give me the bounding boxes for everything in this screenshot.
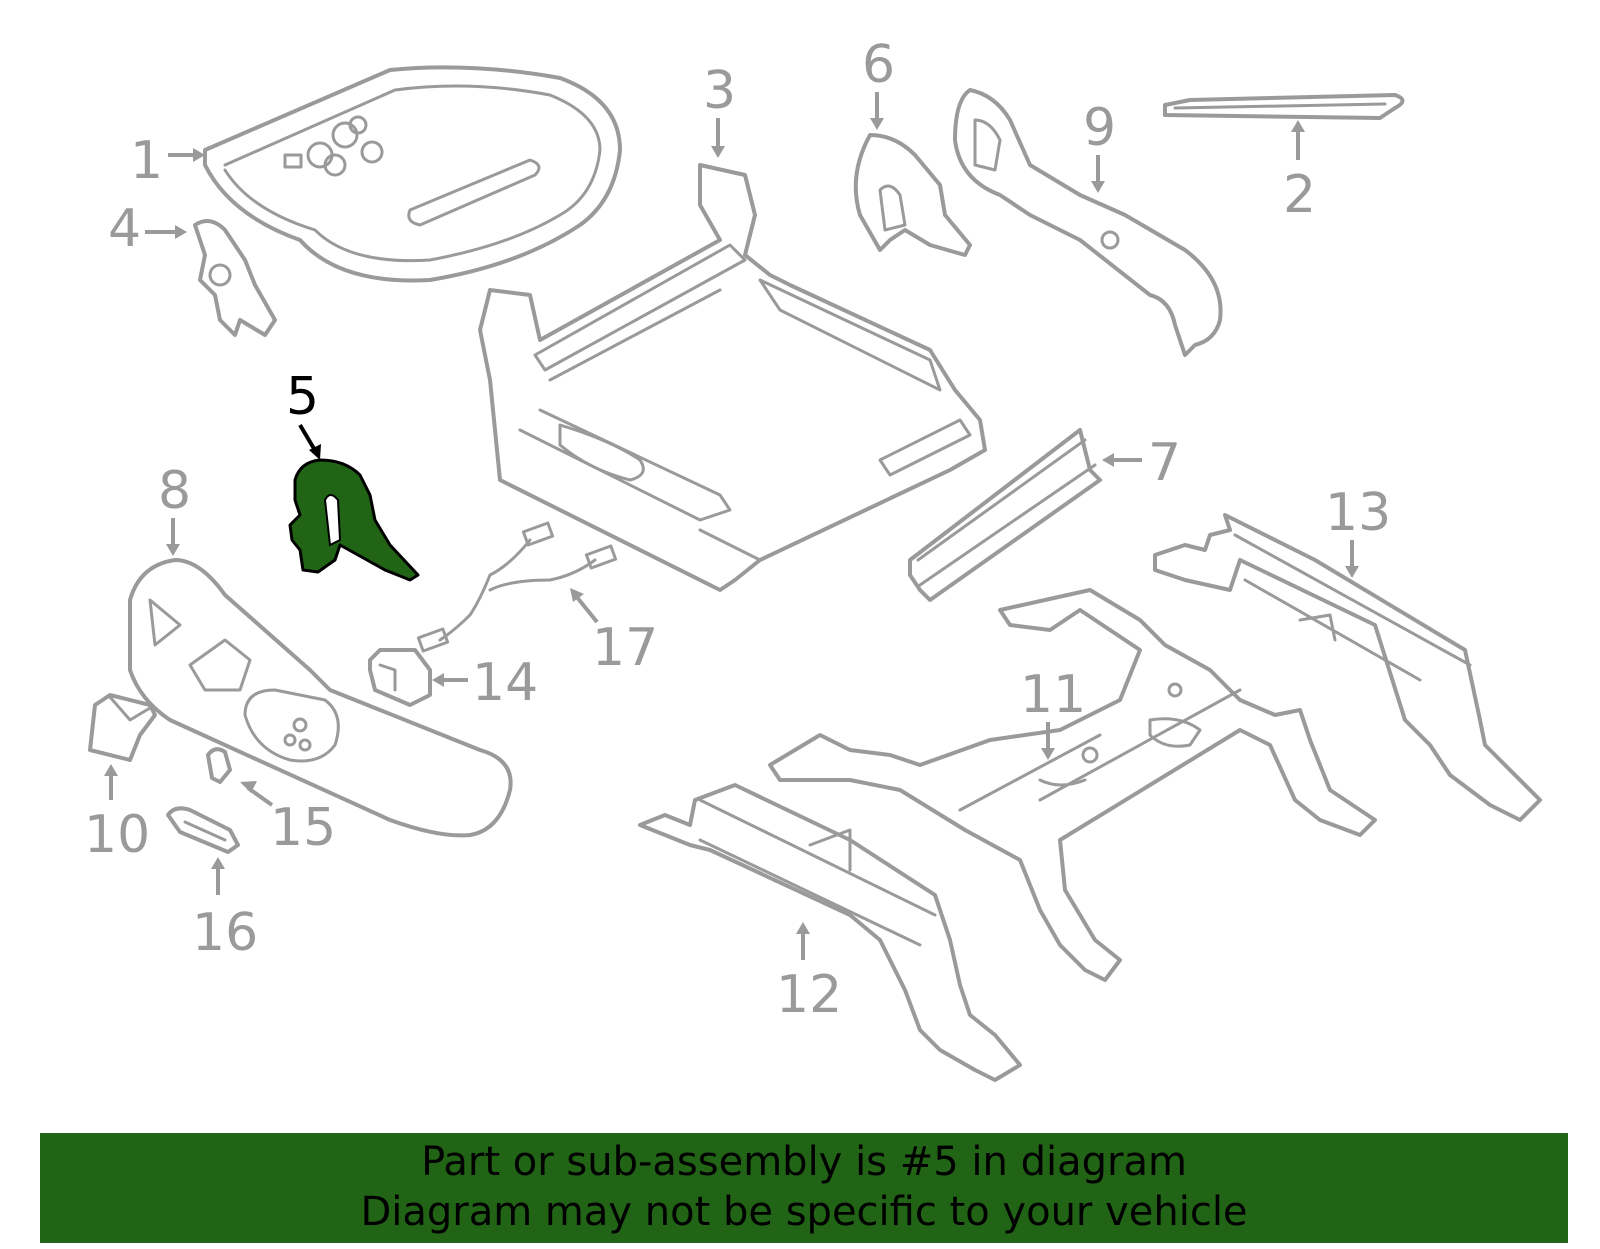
- part-15-button: [206, 747, 232, 784]
- banner-line-2: Diagram may not be specific to your vehi…: [360, 1189, 1248, 1235]
- callout-8: 8: [158, 461, 191, 556]
- callout-14: 14: [432, 653, 538, 713]
- part-13-right-rail: [1153, 513, 1542, 822]
- part-16-switch: [166, 806, 240, 854]
- svg-text:15: 15: [270, 798, 336, 858]
- callout-16: 16: [192, 857, 258, 963]
- part-2-bar: [1163, 93, 1405, 120]
- callout-5: 5: [286, 367, 321, 460]
- part-10-cap: [88, 693, 157, 762]
- svg-text:9: 9: [1083, 98, 1116, 158]
- banner-line-1: Part or sub-assembly is #5 in diagram: [421, 1139, 1187, 1185]
- svg-text:13: 13: [1325, 483, 1391, 543]
- svg-text:12: 12: [776, 965, 842, 1025]
- callout-4: 4: [108, 199, 187, 259]
- part-6-side-cover: [853, 133, 972, 257]
- callout-17: 17: [570, 588, 658, 678]
- callout-3: 3: [703, 61, 736, 158]
- callout-15: 15: [240, 781, 336, 858]
- svg-text:3: 3: [703, 61, 736, 121]
- svg-text:8: 8: [158, 461, 191, 521]
- part-11-lower-frame: [768, 588, 1377, 982]
- callout-2: 2: [1283, 120, 1316, 225]
- svg-text:1: 1: [130, 131, 163, 191]
- svg-text:7: 7: [1148, 433, 1181, 493]
- svg-text:2: 2: [1283, 165, 1316, 225]
- callout-10: 10: [84, 764, 150, 865]
- callout-6: 6: [862, 35, 895, 130]
- info-banner: Part or sub-assembly is #5 in diagram Di…: [40, 1133, 1568, 1243]
- part-3-seat-frame: [478, 163, 987, 592]
- part-8-outer-shield: [128, 558, 513, 838]
- svg-text:11: 11: [1020, 665, 1086, 725]
- svg-text:10: 10: [84, 805, 150, 865]
- part-5-cover-highlighted: [288, 458, 420, 582]
- part-12-left-rail: [638, 783, 1022, 1082]
- svg-text:5: 5: [286, 367, 319, 427]
- part-4-bracket: [193, 219, 277, 337]
- callout-7: 7: [1102, 433, 1181, 493]
- part-1-cushion-pan: [203, 65, 622, 283]
- callout-1: 1: [130, 131, 205, 191]
- callout-13: 13: [1325, 483, 1391, 578]
- callout-9: 9: [1083, 98, 1116, 193]
- svg-text:4: 4: [108, 199, 141, 259]
- svg-text:17: 17: [592, 618, 658, 678]
- svg-text:6: 6: [862, 35, 895, 95]
- callout-11: 11: [1020, 665, 1086, 760]
- part-14-module: [368, 648, 432, 707]
- callout-12: 12: [776, 922, 842, 1025]
- part-17-wiring-harness: [416, 521, 618, 653]
- part-7-cross-tube: [908, 428, 1102, 602]
- part-9-recliner-shield: [953, 88, 1223, 357]
- svg-text:16: 16: [192, 903, 258, 963]
- svg-text:14: 14: [472, 653, 538, 713]
